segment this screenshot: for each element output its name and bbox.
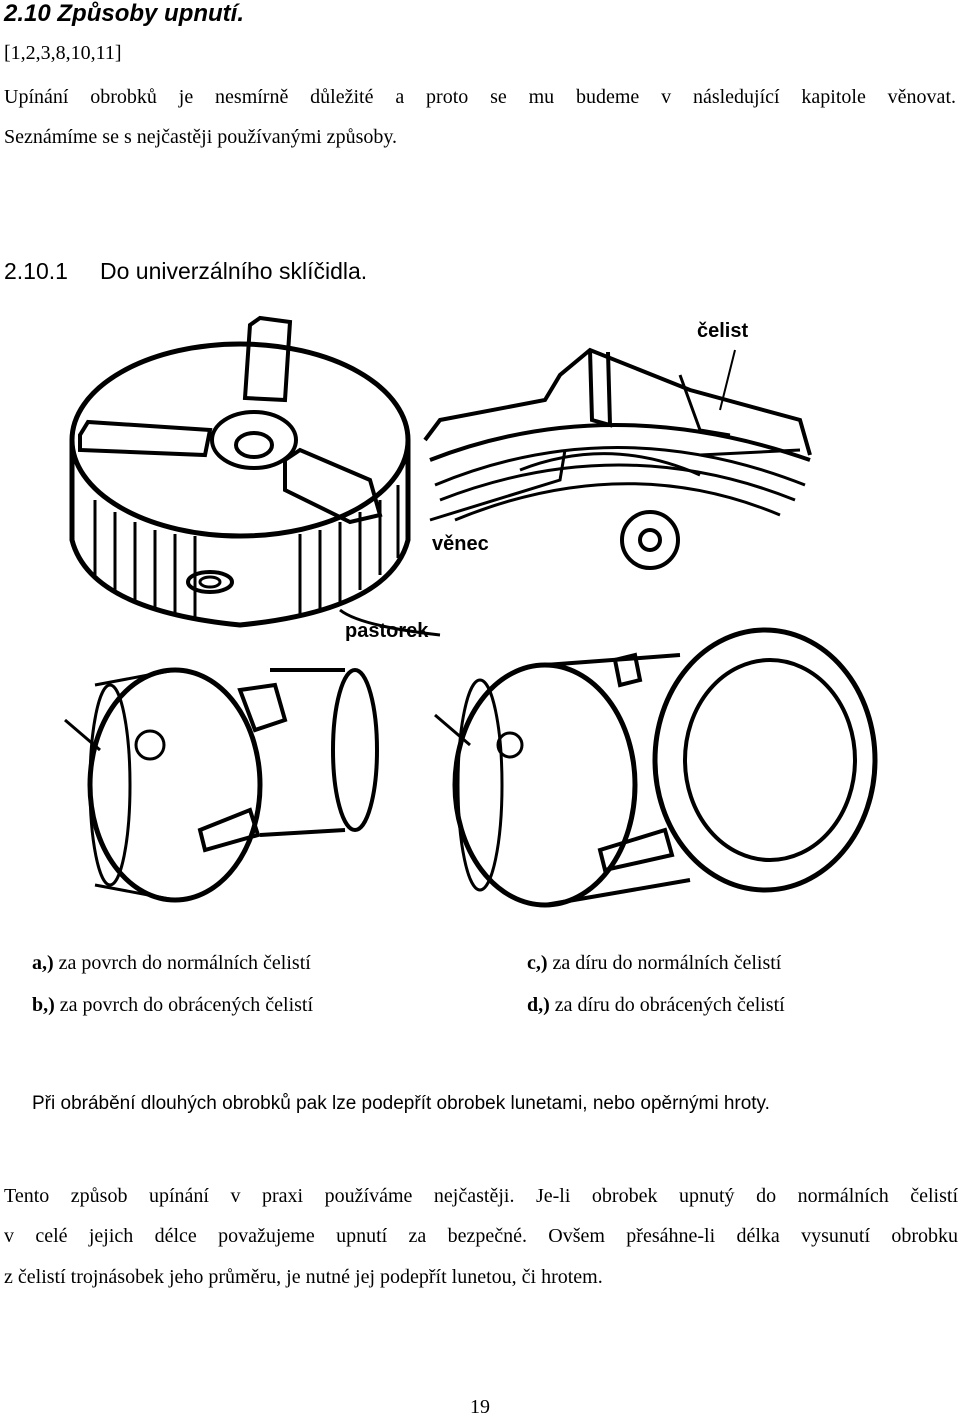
chuck-figure: čelist věnec pastorek bbox=[64, 315, 878, 908]
caption-a-text: za povrch do normálních čelistí bbox=[53, 952, 311, 974]
label-ring: věnec bbox=[432, 533, 489, 555]
chuck-gripping-outside-drawing bbox=[64, 667, 379, 903]
caption-a-key: a,) bbox=[32, 952, 54, 974]
paragraph-line-2: v celé jejich délce považujeme upnutí za… bbox=[4, 1225, 958, 1247]
caption-a: a,) za povrch do normálních čelistí bbox=[32, 952, 311, 975]
paragraph-line-3: z čelistí trojnásobek jeho průměru, je n… bbox=[4, 1266, 603, 1288]
label-pinion: pastorek bbox=[345, 620, 429, 642]
references: [1,2,3,8,10,11] bbox=[4, 42, 122, 64]
subsection-number: 2.10.1 bbox=[4, 258, 68, 284]
intro-line-2: Seznámíme se s nejčastěji používanými zp… bbox=[4, 126, 398, 148]
caption-c-key: c,) bbox=[527, 952, 548, 974]
caption-c: c,) za díru do normálních čelistí bbox=[527, 952, 781, 975]
caption-d-text: za díru do obrácených čelistí bbox=[549, 994, 785, 1016]
chuck-gripping-inside-drawing bbox=[434, 627, 878, 908]
caption-d: d,) za díru do obrácených čelistí bbox=[527, 994, 785, 1017]
caption-d-key: d,) bbox=[527, 994, 550, 1016]
paragraph-supports: Při obrábění dlouhých obrobků pak lze po… bbox=[32, 1093, 770, 1114]
subsection-title: Do univerzálního sklíčidla. bbox=[100, 258, 368, 284]
page-number: 19 bbox=[470, 1396, 490, 1418]
subsection-heading: 2.10.1 Do univerzálního sklíčidla. bbox=[4, 258, 367, 285]
caption-b-key: b,) bbox=[32, 994, 55, 1016]
label-jaw: čelist bbox=[697, 320, 748, 342]
caption-c-text: za díru do normálních čelistí bbox=[547, 952, 782, 974]
caption-b-text: za povrch do obrácených čelistí bbox=[54, 994, 314, 1016]
caption-b: b,) za povrch do obrácených čelistí bbox=[32, 994, 313, 1017]
paragraph-line-1: Tento způsob upínání v praxi používáme n… bbox=[4, 1185, 958, 1207]
chuck-cutaway-drawing bbox=[423, 347, 812, 570]
three-jaw-chuck-drawing bbox=[69, 315, 441, 637]
intro-line-1: Upínání obrobků je nesmírně důležité a p… bbox=[4, 86, 956, 108]
section-title: 2.10 Způsoby upnutí. bbox=[4, 0, 245, 27]
